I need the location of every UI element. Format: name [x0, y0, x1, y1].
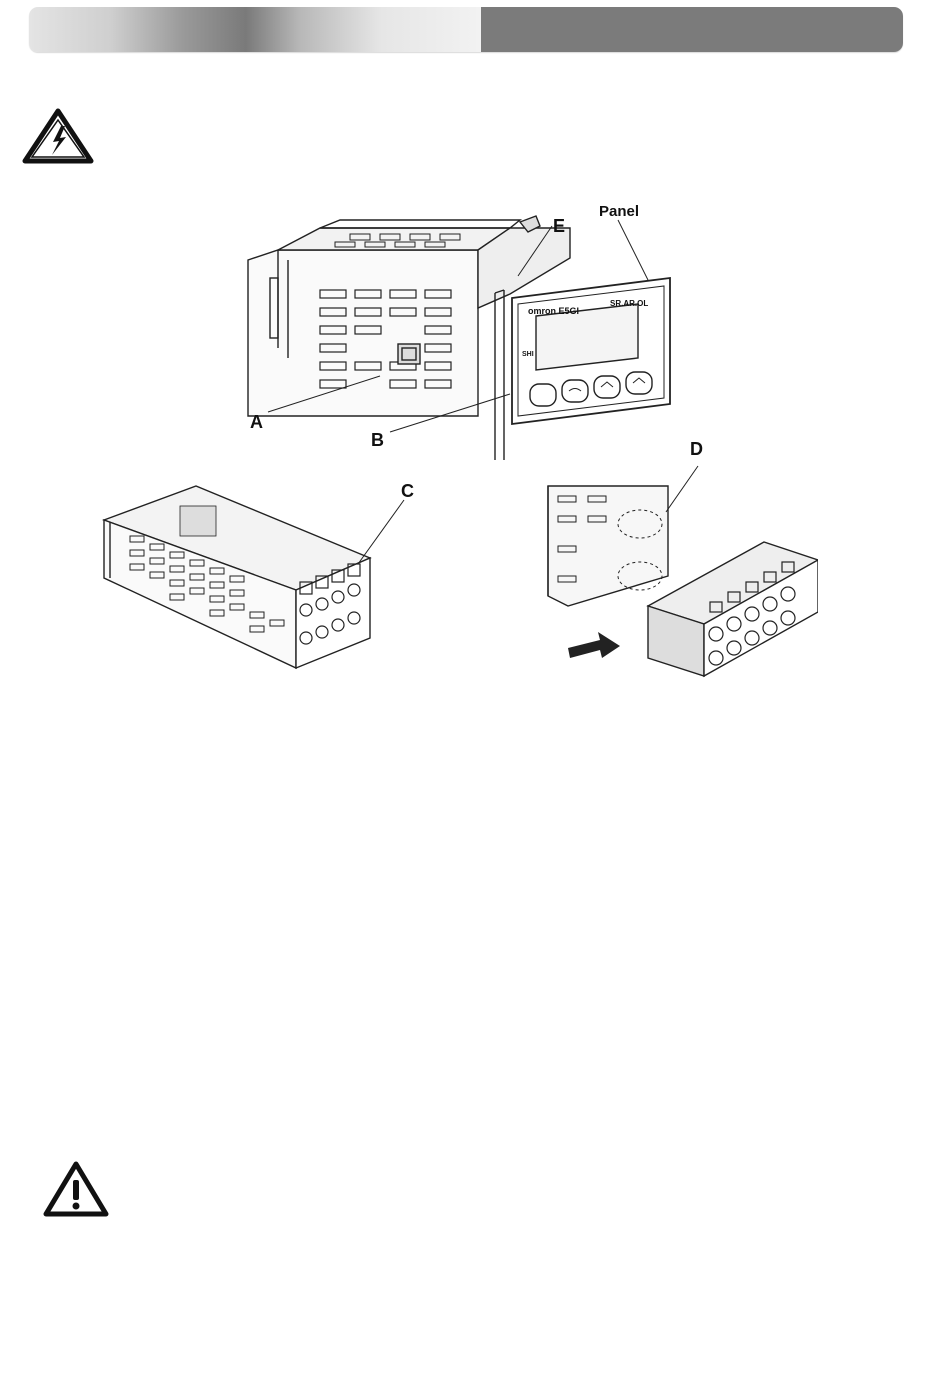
device-model-label: SR.AR.OL	[610, 299, 648, 308]
callout-b: B	[371, 430, 384, 451]
header-bar-dark	[481, 7, 903, 52]
callout-panel: Panel	[599, 203, 639, 220]
controller-terminal-block-figure	[100, 478, 430, 678]
header-bar-gradient	[29, 7, 481, 52]
callout-c: C	[401, 481, 414, 502]
device-brand-label: omron E5GI	[528, 306, 579, 316]
device-indicator-label: SHI	[522, 351, 534, 358]
callout-d: D	[690, 439, 703, 460]
electric-shock-warning-icon	[22, 108, 94, 164]
controller-panel-mounting-figure: omron E5GI SR.AR.OL SHI	[240, 198, 680, 460]
exclamation-warning-icon	[42, 1160, 110, 1218]
header-bar	[29, 7, 903, 52]
terminal-block-removal-figure	[528, 436, 818, 686]
callout-e: E	[553, 216, 565, 237]
callout-a: A	[250, 412, 263, 433]
